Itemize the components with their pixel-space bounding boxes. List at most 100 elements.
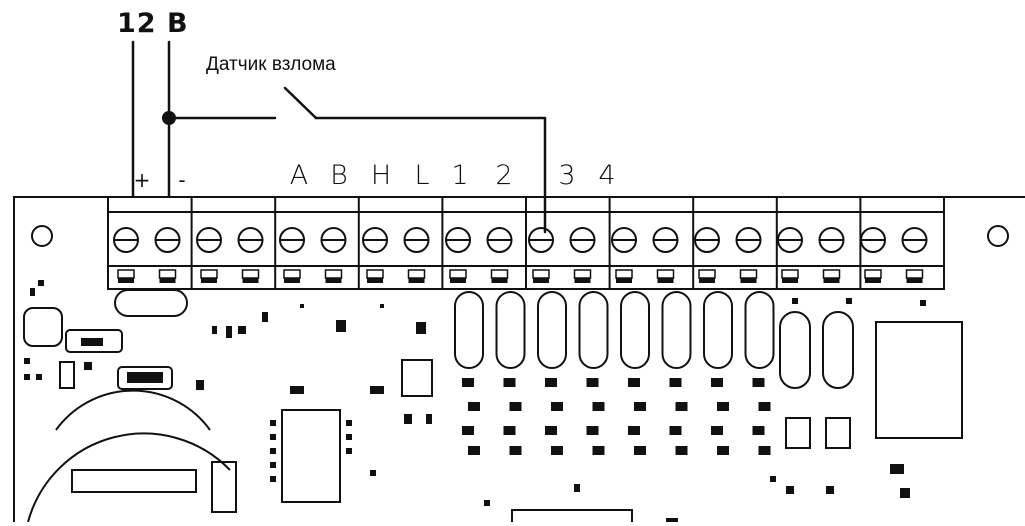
smd-part bbox=[370, 386, 384, 394]
smd-part bbox=[545, 426, 557, 435]
terminal-screw bbox=[611, 227, 637, 253]
smd-part bbox=[920, 300, 926, 306]
polarity-minus: - bbox=[178, 168, 186, 192]
smd-part bbox=[196, 380, 204, 390]
smd-part bbox=[290, 386, 304, 394]
terminal-screw bbox=[777, 227, 803, 253]
polarity-plus: + bbox=[133, 168, 151, 192]
fuse-oval bbox=[620, 291, 650, 369]
terminal-pin bbox=[905, 269, 924, 283]
smd-part bbox=[675, 402, 688, 411]
terminal-pin bbox=[283, 269, 301, 283]
smd-part bbox=[846, 298, 852, 304]
mount-hole-right bbox=[987, 225, 1009, 247]
smd-part bbox=[484, 500, 490, 506]
smd-part bbox=[24, 374, 30, 380]
terminal-pin bbox=[366, 269, 384, 283]
terminal-pin bbox=[241, 269, 260, 283]
terminal-2: 2 bbox=[495, 160, 513, 191]
terminal-screw bbox=[320, 227, 347, 253]
smd-part bbox=[752, 426, 765, 435]
terminal-screw bbox=[113, 227, 139, 253]
terminal-3: 3 bbox=[558, 160, 576, 191]
smd-part bbox=[370, 470, 376, 476]
terminal-a: A bbox=[289, 160, 309, 191]
smd-part bbox=[336, 320, 346, 332]
smd-part bbox=[826, 486, 834, 494]
terminal-screw bbox=[196, 227, 222, 253]
terminal-screw bbox=[237, 227, 264, 253]
smd-part bbox=[669, 378, 682, 387]
smd-part bbox=[792, 298, 798, 304]
fuse-oval bbox=[537, 291, 567, 369]
terminal-pin bbox=[324, 269, 343, 283]
fuse-oval bbox=[578, 291, 609, 369]
smd-part bbox=[346, 434, 352, 440]
terminal-pin bbox=[117, 269, 135, 283]
smd-part bbox=[628, 378, 640, 387]
smd-part bbox=[270, 434, 276, 440]
smd-part bbox=[38, 280, 44, 286]
terminal-screw bbox=[486, 227, 513, 253]
smd-part bbox=[509, 446, 522, 455]
fuse-oval bbox=[495, 291, 526, 369]
mount-hole-left bbox=[31, 225, 53, 247]
smd-part bbox=[711, 426, 723, 435]
smd-part bbox=[758, 402, 771, 411]
junction-dot bbox=[162, 111, 176, 125]
sensor-label: Датчик взлома bbox=[206, 54, 336, 75]
terminal-screw bbox=[818, 227, 845, 253]
smd-part bbox=[426, 414, 432, 424]
smd-part bbox=[226, 326, 232, 338]
smd-part bbox=[509, 402, 522, 411]
terminal-screw bbox=[362, 227, 388, 253]
smd-part bbox=[717, 402, 729, 411]
smd-part bbox=[462, 378, 474, 387]
terminal-screw bbox=[694, 227, 720, 253]
terminal-pin bbox=[200, 269, 218, 283]
smd-part bbox=[770, 476, 776, 482]
smd-part bbox=[574, 484, 580, 492]
terminal-screw bbox=[860, 227, 886, 253]
smd-part bbox=[30, 288, 35, 296]
terminal-screw bbox=[901, 227, 928, 253]
terminal-b: B bbox=[330, 160, 348, 191]
smd-part bbox=[380, 304, 384, 308]
wire-sensor-right bbox=[314, 116, 547, 234]
terminal-pin bbox=[739, 269, 758, 283]
smd-part bbox=[592, 446, 605, 455]
terminal-screw bbox=[735, 227, 762, 253]
smd-part bbox=[503, 378, 516, 387]
terminal-screw bbox=[445, 227, 471, 253]
smd-part bbox=[24, 358, 30, 364]
smd-part bbox=[628, 426, 640, 435]
smd-part bbox=[84, 362, 92, 370]
smd-part bbox=[270, 420, 276, 426]
smd-part bbox=[270, 462, 276, 468]
smd-part bbox=[262, 312, 268, 322]
fuse-oval bbox=[744, 291, 775, 369]
smd-part bbox=[675, 446, 688, 455]
smd-part bbox=[586, 426, 599, 435]
terminal-pin bbox=[656, 269, 675, 283]
fuse-oval bbox=[661, 291, 692, 369]
terminal-h: H bbox=[370, 160, 392, 191]
smd-part bbox=[238, 326, 246, 334]
smd-part bbox=[752, 378, 765, 387]
smd-part bbox=[346, 420, 352, 426]
smd-part bbox=[586, 378, 599, 387]
terminal-1: 1 bbox=[451, 160, 469, 191]
terminal-pin bbox=[158, 269, 177, 283]
smd-part bbox=[462, 426, 474, 435]
terminal-screw bbox=[403, 227, 430, 253]
smd-part bbox=[545, 378, 557, 387]
smd-part bbox=[758, 446, 771, 455]
smd-part bbox=[503, 426, 516, 435]
smd-part bbox=[551, 402, 563, 411]
smd-part bbox=[669, 426, 682, 435]
smd-part bbox=[416, 322, 426, 334]
terminal-4: 4 bbox=[598, 160, 616, 191]
smd-part bbox=[468, 446, 480, 455]
